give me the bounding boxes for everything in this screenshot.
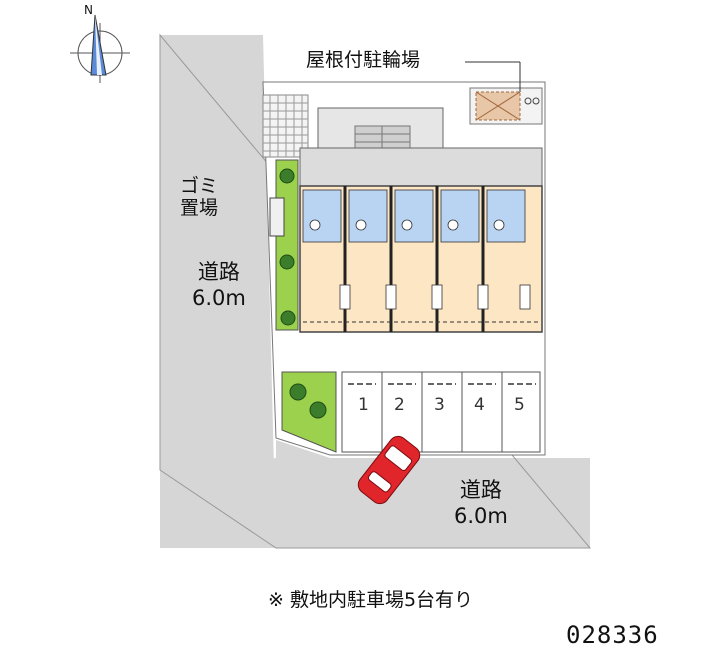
- trash-label-line2: 置場: [180, 197, 219, 219]
- road-south-label: 道路 6.0m: [454, 477, 508, 529]
- parking-area: [341, 371, 541, 453]
- compass-north-label: N: [84, 3, 93, 17]
- trash-area-label: ゴミ 置場: [180, 175, 218, 219]
- trash-label-line1: ゴミ: [180, 175, 219, 197]
- unit-wet-areas: [302, 189, 526, 243]
- parking-space-1: 1: [358, 395, 369, 415]
- building-roof: [299, 147, 543, 187]
- bicycle-icon: [524, 97, 540, 105]
- road-west-label-line2: 6.0m: [192, 286, 246, 310]
- tree-icon: [279, 168, 296, 326]
- green-strip: [275, 159, 299, 331]
- road-west-label: 道路 6.0m: [192, 259, 246, 311]
- road-south-label-line1: 道路: [459, 478, 502, 502]
- road-south: [160, 458, 590, 548]
- bicycle-parking: [469, 87, 543, 125]
- lattice-area: [262, 94, 309, 158]
- property-code: 028336: [566, 621, 659, 649]
- road-west-label-line1: 道路: [197, 260, 240, 284]
- compass-icon: [70, 14, 130, 83]
- parking-space-2: 2: [394, 395, 405, 415]
- car-icon: [357, 435, 421, 505]
- parking-space-4: 4: [474, 395, 485, 415]
- tree-icon-2: [289, 383, 327, 419]
- road-south-label-line2: 6.0m: [454, 504, 508, 528]
- parking-space-3: 3: [434, 395, 445, 415]
- trash-bin-icon: [269, 197, 285, 237]
- unit-details: [309, 219, 531, 310]
- parking-space-5: 5: [514, 395, 525, 415]
- parking-note: ※ 敷地内駐車場5台有り: [268, 589, 474, 611]
- road-west: [160, 35, 276, 548]
- bicycle-parking-label: 屋根付駐輪場: [306, 49, 421, 71]
- road-corner: [276, 440, 330, 458]
